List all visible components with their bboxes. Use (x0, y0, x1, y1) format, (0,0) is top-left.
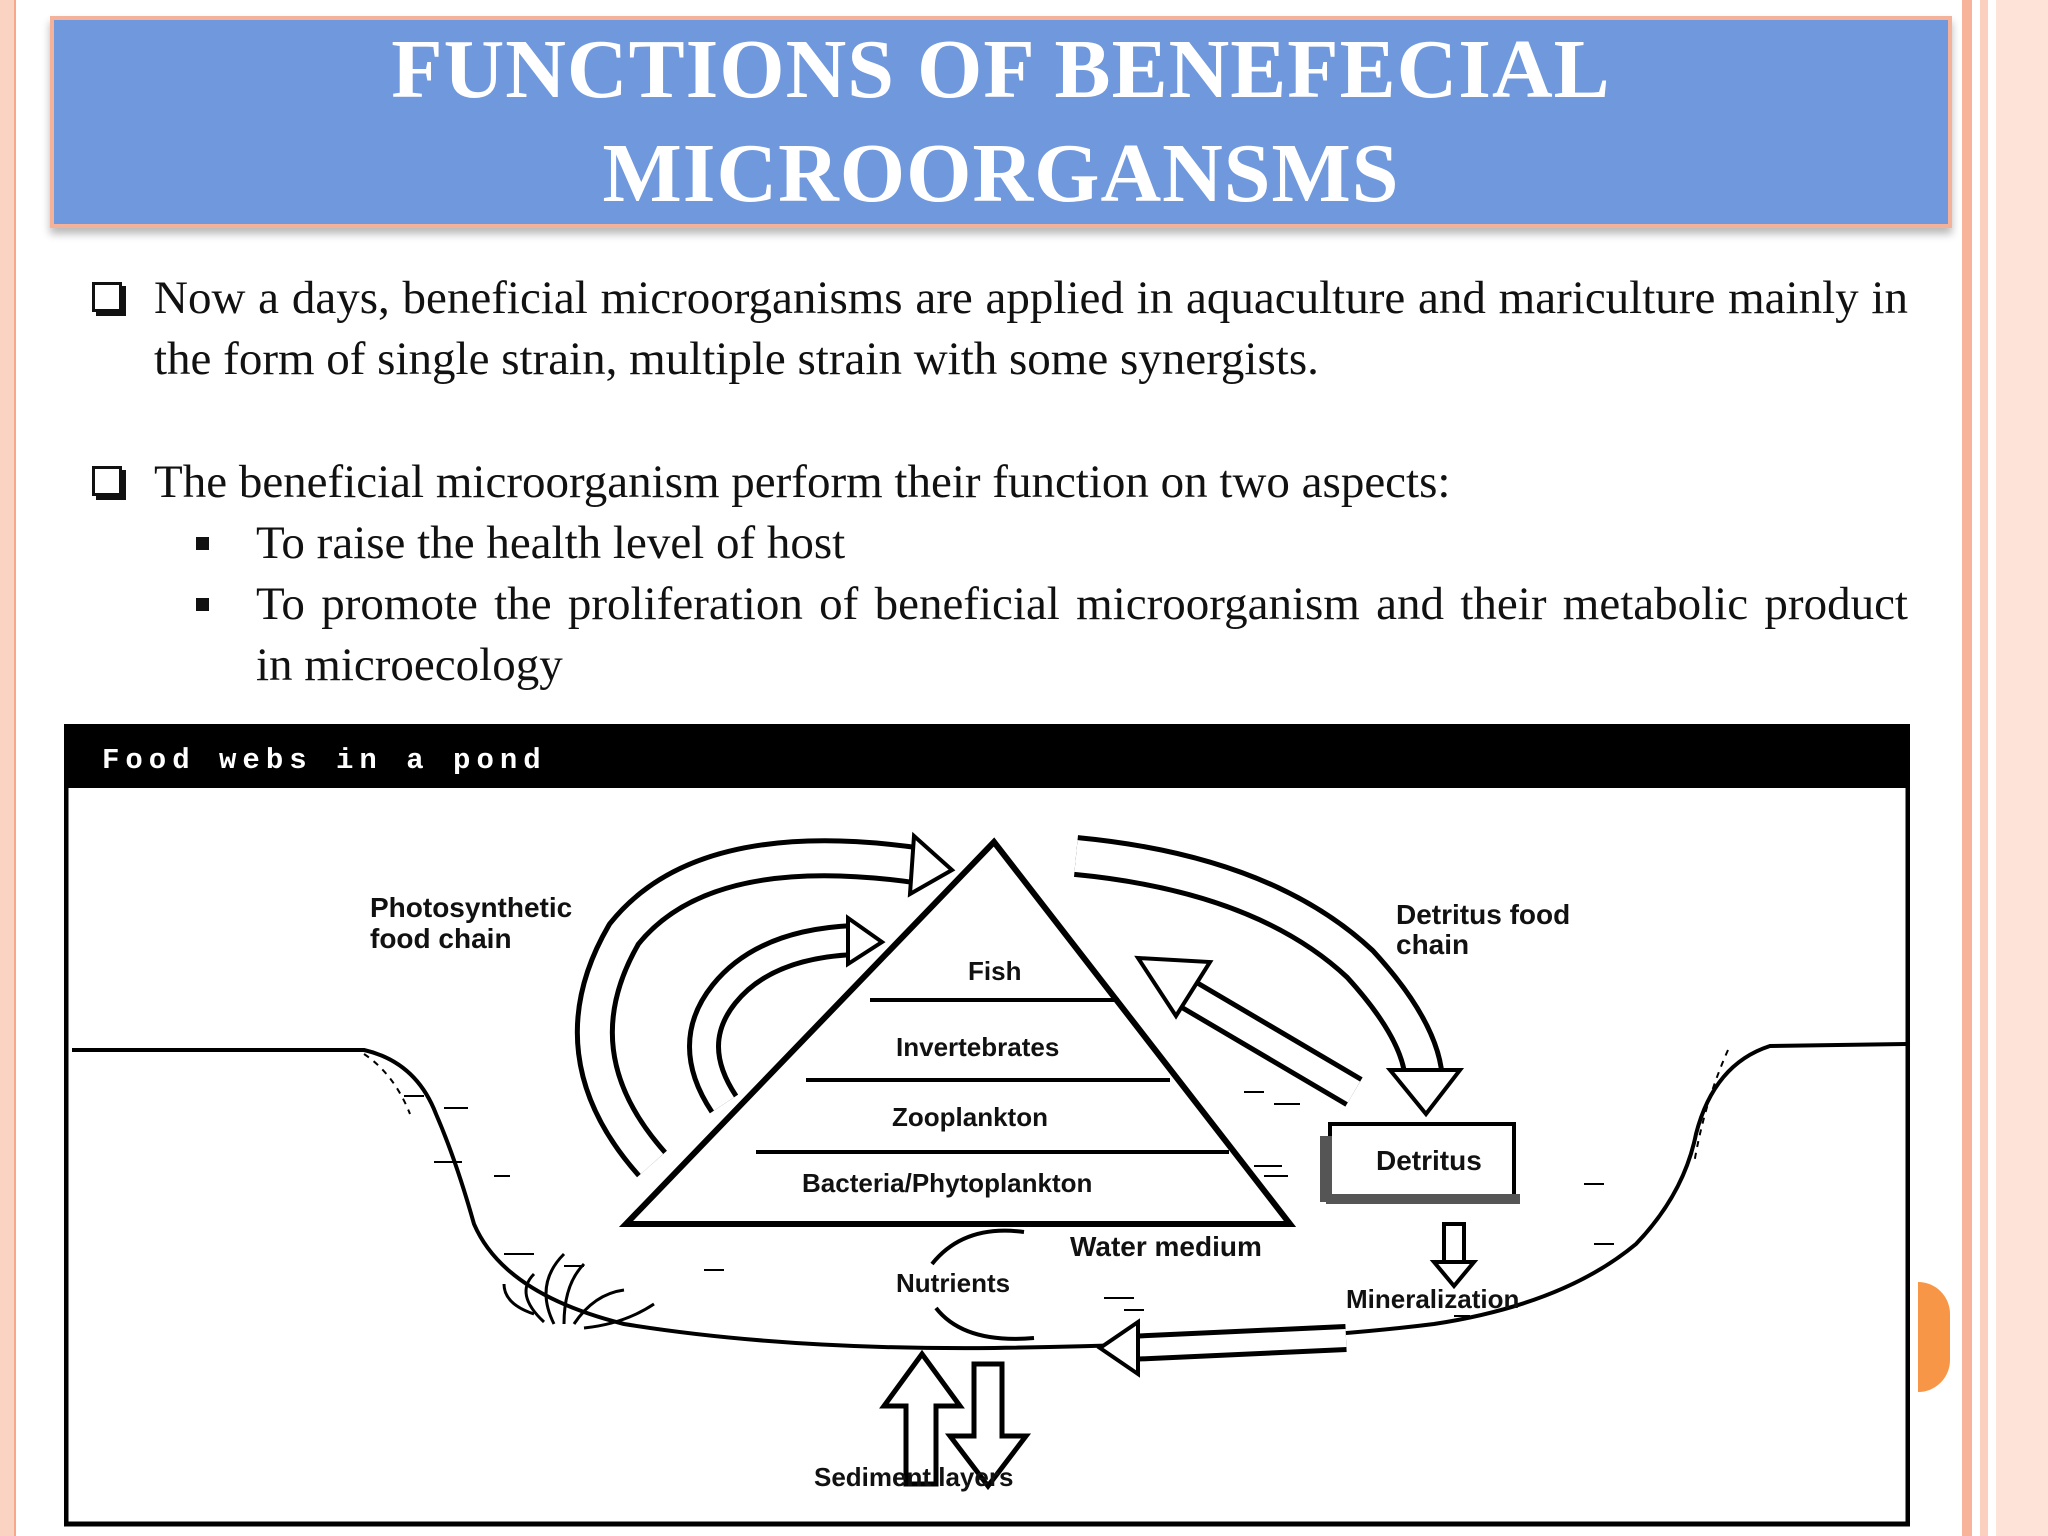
pyramid-level-label: Zooplankton (892, 1102, 1048, 1132)
sub-bullet-text: To raise the health level of host (256, 517, 846, 569)
nutrients-label: Nutrients (896, 1268, 1010, 1298)
trophic-pyramid (618, 837, 1297, 1227)
nutrient-cycle-arc (930, 1228, 1025, 1266)
bullet-text: Now a days, beneficial microorganisms ar… (154, 272, 1908, 385)
pond-bank-left (363, 1053, 411, 1115)
title-banner: FUNCTIONS OF BENEFECIAL MICROORGANSMS (50, 16, 1952, 228)
aquatic-plant-icon (502, 1252, 655, 1330)
mineralization-arrow (1442, 1222, 1466, 1268)
bullet-text: The beneficial microorganism perform the… (154, 456, 1451, 508)
pond-bank-right (1693, 1049, 1729, 1165)
sediment-layers-label: Sediment layers (814, 1462, 1013, 1492)
water-surface-dashes (404, 1091, 1614, 1317)
pyramid-level-label: Invertebrates (896, 1032, 1059, 1062)
slide-title: FUNCTIONS OF BENEFECIAL MICROORGANSMS (391, 18, 1610, 226)
nutrient-cycle-arc (934, 1306, 1035, 1341)
checkbox-bullet-icon (92, 466, 122, 496)
square-bullet-icon (196, 598, 209, 611)
checkbox-bullet-icon (92, 282, 122, 312)
food-web-svg: Food webs in a pond Fish Invertebrat (64, 724, 1910, 1527)
detritus-label: Detritus (1376, 1145, 1482, 1176)
food-web-diagram: Food webs in a pond Fish Invertebrat (64, 724, 1910, 1528)
diagram-header-bar (66, 726, 1908, 788)
photosynthetic-chain-label: food chain (370, 923, 512, 954)
sub-bullet-text: To promote the proliferation of benefici… (256, 578, 1908, 691)
right-border-stripe (1962, 0, 1972, 1536)
sediment-down-arrow (944, 1361, 1032, 1491)
sub-bullet-item: To promote the proliferation of benefici… (90, 574, 1908, 696)
diagram-header-text: Food webs in a pond (102, 744, 547, 777)
bullet-item: Now a days, beneficial microorganisms ar… (90, 268, 1908, 390)
detritus-chain-label: chain (1396, 929, 1469, 960)
right-border-panel (1996, 0, 2048, 1536)
detritus-to-pyramid-arrowhead (1134, 955, 1214, 1020)
right-border-stripe-inner (1980, 0, 1988, 1536)
sediment-up-arrow (879, 1349, 965, 1487)
square-bullet-icon (196, 537, 209, 550)
photosynthetic-chain-label: Photosynthetic (370, 892, 572, 923)
sub-bullet-item: To raise the health level of host (90, 513, 1908, 574)
detritus-chain-label: Detritus food (1396, 899, 1570, 930)
pyramid-level-label: Bacteria/Phytoplankton (802, 1168, 1092, 1198)
pyramid-level-label: Fish (968, 956, 1021, 986)
left-border-stripe (0, 0, 16, 1536)
title-line-2: MICROORGANSMS (602, 127, 1400, 220)
mineralization-label: Mineralization (1346, 1284, 1519, 1314)
photosynthetic-arrowhead (907, 831, 956, 898)
slide-body: Now a days, beneficial microorganisms ar… (90, 268, 1908, 696)
bullet-item: The beneficial microorganism perform the… (90, 452, 1908, 513)
title-line-1: FUNCTIONS OF BENEFECIAL (391, 23, 1611, 116)
orange-accent-tab (1918, 1282, 1950, 1392)
pond-outline (72, 1042, 1907, 1351)
water-medium-label: Water medium (1070, 1231, 1262, 1262)
detritus-chain-arrowhead (1385, 1068, 1465, 1118)
photosynthetic-arrowhead-inner (846, 914, 886, 968)
mineralization-to-nutrients-arrowhead (1096, 1318, 1140, 1378)
